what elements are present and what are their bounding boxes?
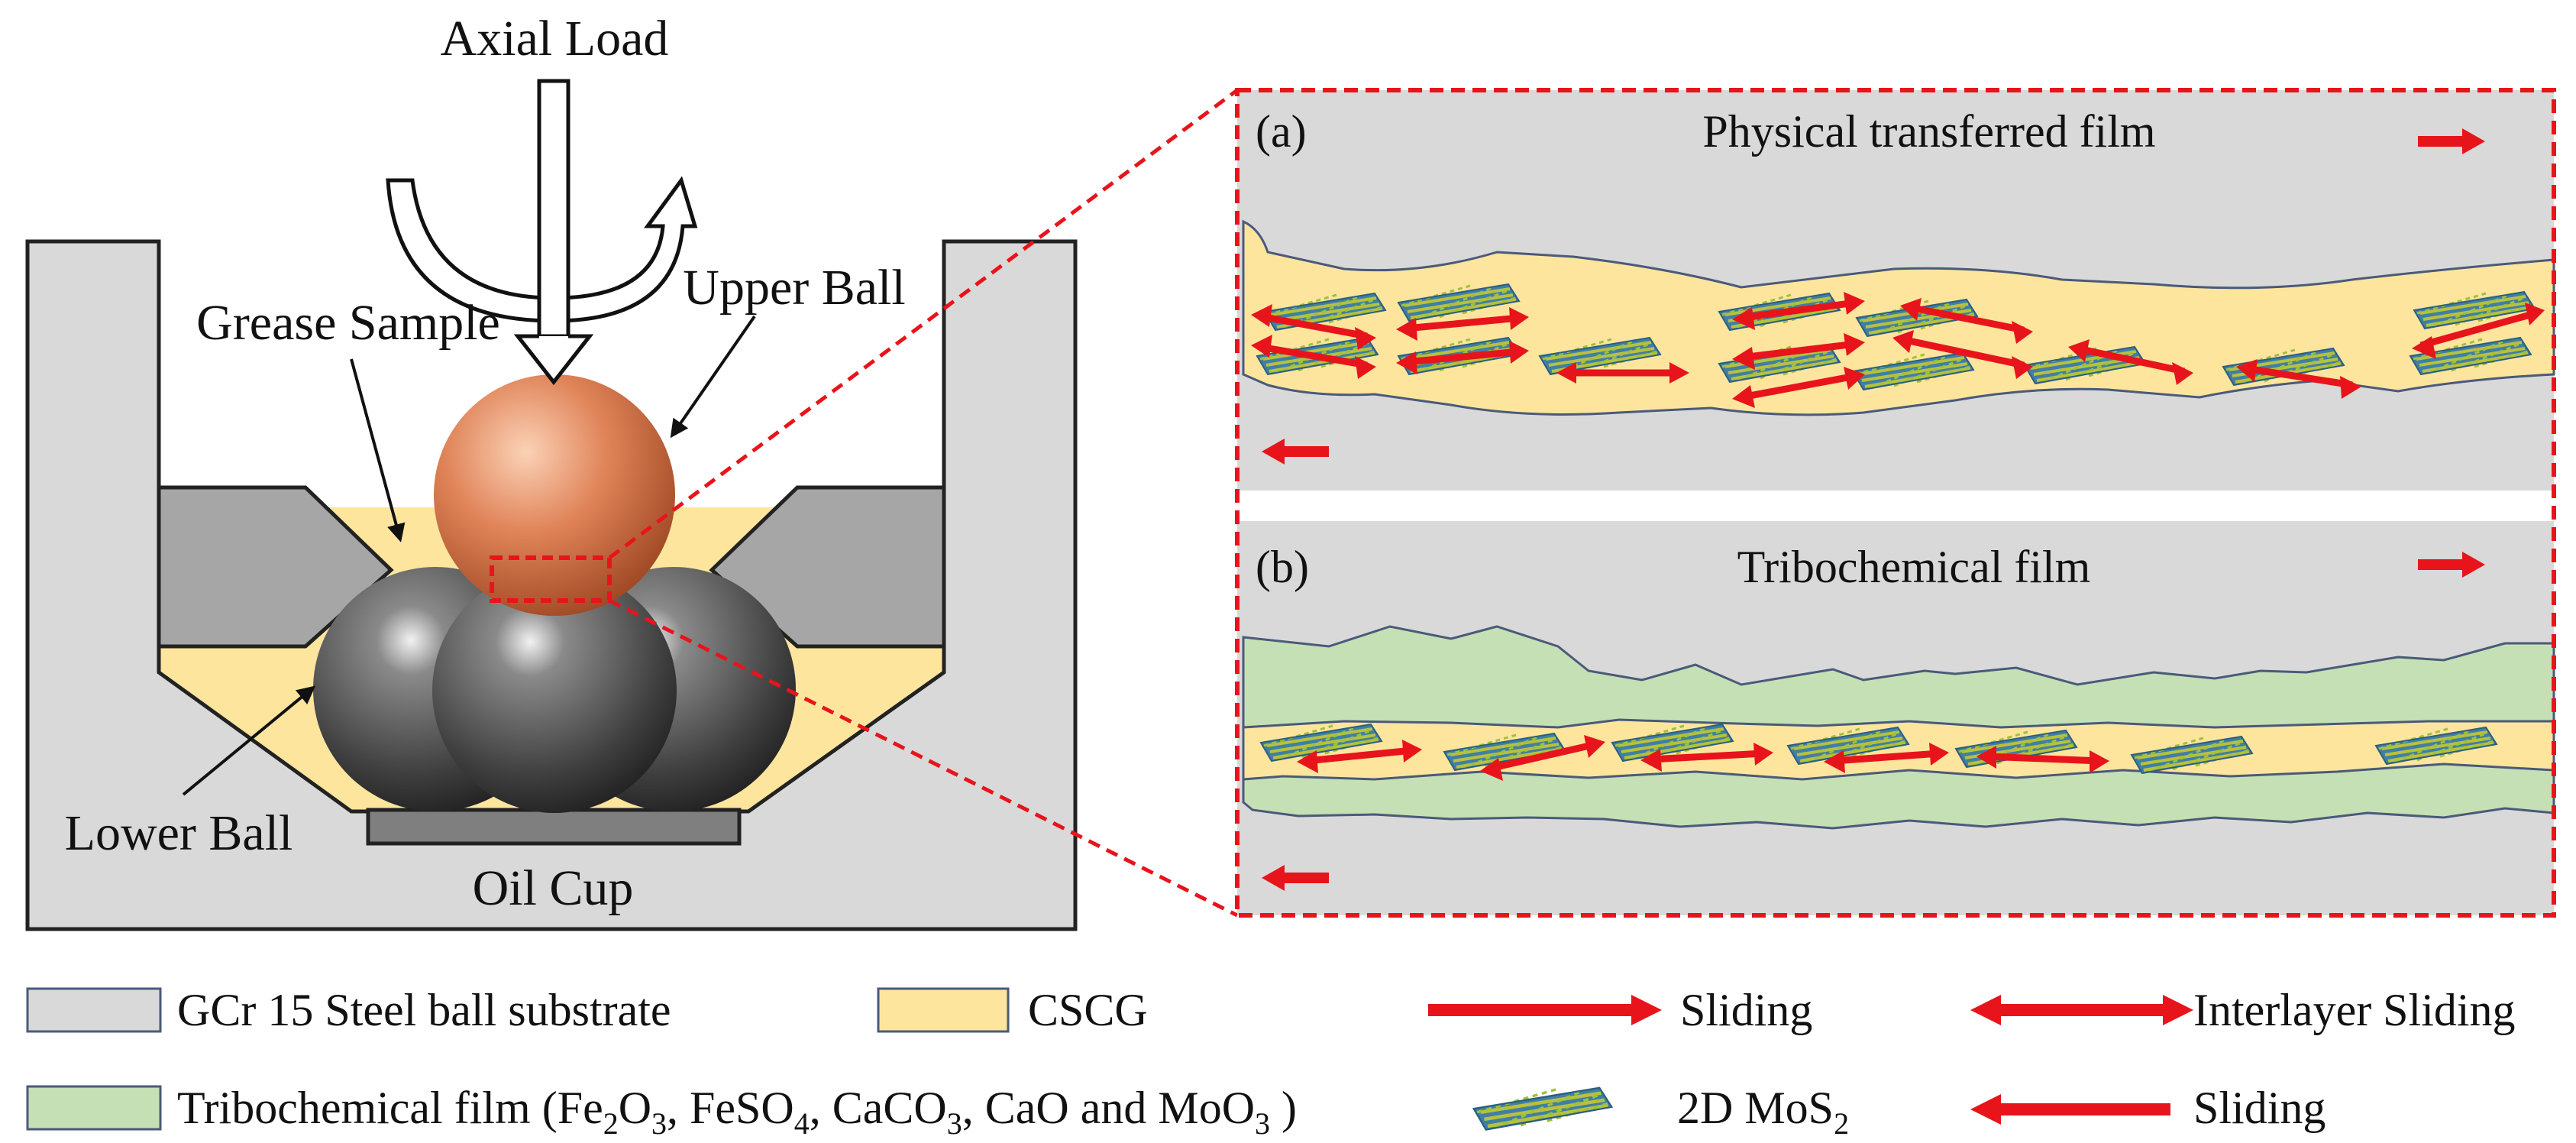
- panel-b-tag: (b): [1256, 542, 1309, 592]
- legend-mos2-label: 2D MoS2: [1677, 1083, 1849, 1141]
- grease-leader: [350, 358, 406, 542]
- lower-ball-leader: [182, 685, 316, 796]
- legend-interlayer-label: Interlayer Sliding: [2193, 985, 2516, 1035]
- oil-cup-label: Oil Cup: [473, 860, 634, 916]
- base-plate: [366, 808, 742, 846]
- panel-a-arrowheads: [1251, 292, 2545, 408]
- zoom-connector-top: [608, 88, 1239, 560]
- zoom-connector-bottom: [608, 598, 1239, 918]
- legend-steel-label: GCr 15 Steel ball substrate: [177, 985, 671, 1035]
- panel-b-arrowheads: [1297, 735, 2109, 781]
- legend-interlayer-arrow: [1970, 995, 2193, 1025]
- sliding-direction-arrows: [1262, 128, 2485, 891]
- legend-sliding2-arrow: [1970, 1094, 2170, 1125]
- upper-ball: [434, 374, 675, 616]
- panel-b-title: Tribochemical film: [1737, 542, 2091, 592]
- four-ball-tester: Axial Load Upper Ball Grease Sample Lowe…: [25, 11, 1078, 931]
- axial-load-label: Axial Load: [441, 11, 669, 66]
- legend-sliding-label: Sliding: [1680, 985, 1812, 1035]
- legend: GCr 15 Steel ball substrate CSCG Sliding…: [26, 985, 2516, 1141]
- lower-ball-label: Lower Ball: [65, 805, 293, 861]
- contact-zoom-box: [490, 555, 612, 603]
- panel-a-tag: (a): [1256, 106, 1307, 157]
- legend-tribo-swatch: [26, 1085, 162, 1131]
- panel-gap: [1237, 491, 2554, 521]
- legend-cscg-label: CSCG: [1028, 985, 1148, 1035]
- legend-sliding2-label: Sliding: [2193, 1083, 2326, 1133]
- lower-ball-center: [432, 568, 677, 813]
- legend-mos2-icon: [1474, 1088, 1612, 1130]
- panel-b-interlayer-arrows: [1305, 740, 2101, 772]
- panel-a-interlayer-arrows: [1259, 299, 2537, 401]
- rotation-arrow: [386, 176, 698, 323]
- upper-ball-label: Upper Ball: [683, 260, 905, 316]
- legend-sliding-arrow: [1428, 995, 1662, 1025]
- legend-cscg-swatch: [877, 987, 1010, 1033]
- zoom-panel: (a) Physical transferred film (b) Triboc…: [1235, 88, 2556, 918]
- grease-sample-label: Grease Sample: [196, 295, 500, 351]
- zoom-panel-border: [1235, 88, 2556, 918]
- panel-a-title: Physical transferred film: [1702, 106, 2155, 157]
- legend-tribo-label: Tribochemical film (Fe2O3, FeSO4, CaCO3,…: [177, 1083, 1297, 1141]
- legend-steel-swatch: [26, 987, 162, 1033]
- upper-ball-leader: [670, 315, 756, 439]
